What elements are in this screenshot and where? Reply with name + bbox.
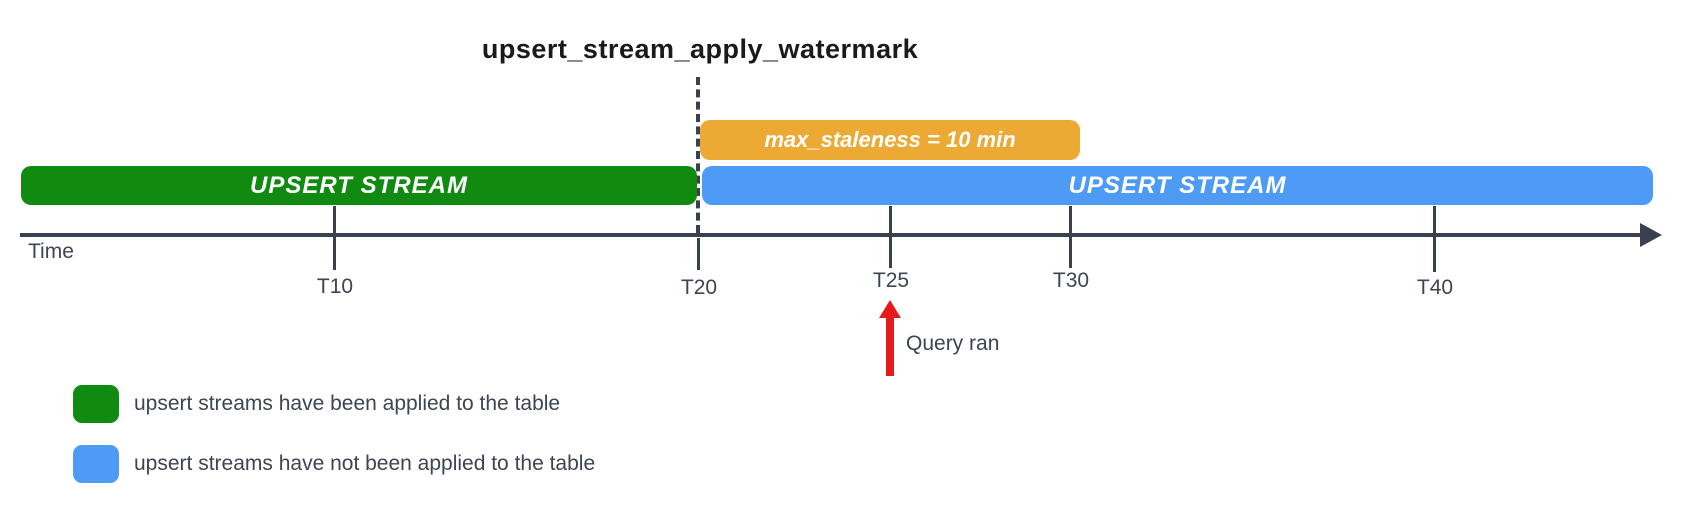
legend-swatch-applied	[73, 385, 119, 423]
tick-label-t30: T30	[1052, 269, 1090, 292]
staleness-bar: max_staleness = 10 min	[700, 120, 1080, 160]
tick-t40	[1433, 206, 1436, 272]
legend-label-unapplied: upsert streams have not been applied to …	[134, 452, 596, 475]
query-ran-label: Query ran	[906, 332, 1000, 355]
tick-t20	[697, 238, 700, 270]
tick-t30	[1069, 206, 1072, 268]
tick-label-t25: T25	[872, 269, 910, 292]
tick-label-t20: T20	[680, 276, 718, 299]
tick-t25	[889, 206, 892, 268]
query-ran-arrow-shaft	[886, 316, 894, 376]
tick-label-t10: T10	[316, 275, 354, 298]
diagram-title: upsert_stream_apply_watermark	[481, 34, 919, 64]
applied-stream-bar: UPSERT STREAM	[21, 166, 697, 205]
tick-label-t40: T40	[1416, 276, 1454, 299]
legend-label-applied: upsert streams have been applied to the …	[134, 392, 561, 415]
time-axis-line	[20, 233, 1644, 237]
time-axis-label: Time	[28, 240, 74, 263]
staleness-bar-label: max_staleness = 10 min	[764, 127, 1016, 152]
legend-swatch-unapplied	[73, 445, 119, 483]
axis-arrowhead-icon	[1640, 223, 1662, 247]
unapplied-stream-bar-label: UPSERT STREAM	[1068, 171, 1287, 199]
applied-stream-bar-label: UPSERT STREAM	[250, 171, 468, 199]
unapplied-stream-bar: UPSERT STREAM	[702, 166, 1653, 205]
watermark-dotted-line	[696, 77, 700, 233]
tick-t10	[333, 206, 336, 270]
query-ran-arrow-icon	[879, 300, 901, 318]
